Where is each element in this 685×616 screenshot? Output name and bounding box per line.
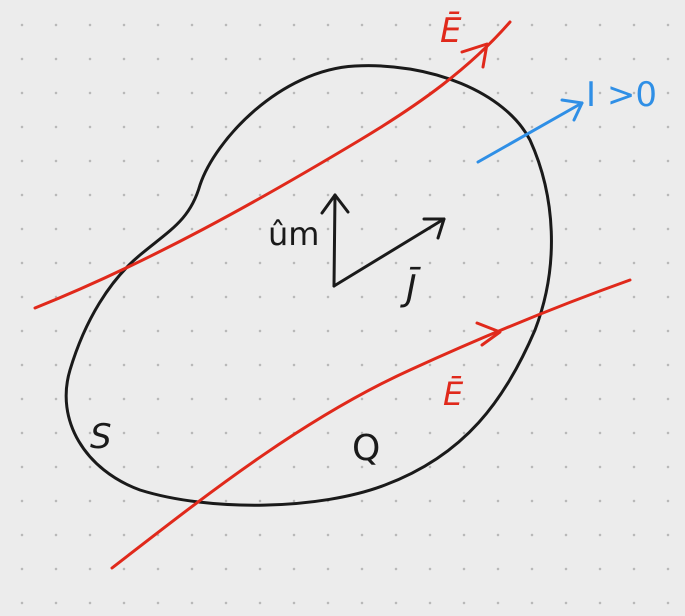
current-arrowhead (560, 98, 584, 122)
current-density-label: J̄ (400, 266, 421, 309)
current-label: I >0 (586, 75, 657, 115)
electric-field-arrowhead-bottom (475, 321, 502, 347)
current-arrow-shaft (476, 101, 584, 164)
surface-label: S (90, 417, 112, 457)
field-label-top: Ē (440, 11, 462, 51)
normal-vector-shaft (332, 193, 337, 288)
normal-vector-label: ûm (268, 215, 319, 253)
electric-field-line-top (33, 20, 512, 310)
electric-field-arrowhead-top (460, 42, 489, 69)
current-density-vector-shaft (332, 217, 446, 288)
charge-label: Q (352, 428, 380, 469)
normal-vector-arrowhead (320, 193, 350, 215)
closed-surface-outline (64, 64, 553, 507)
current-density-vector-arrowhead (422, 217, 446, 240)
field-label-bottom: Ē (443, 375, 464, 413)
electric-field-line-bottom (110, 278, 632, 570)
